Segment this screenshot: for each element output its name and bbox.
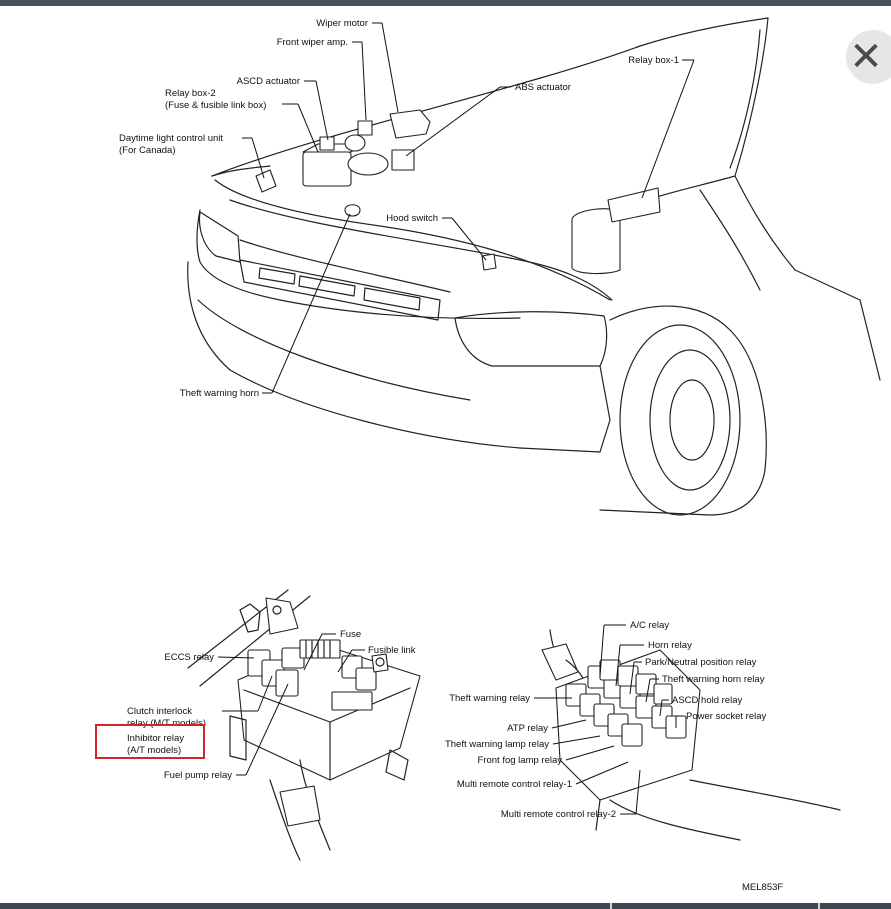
top-bar	[0, 0, 891, 6]
label-fusible-link: Fusible link	[368, 645, 416, 656]
close-icon: ✕	[849, 34, 883, 80]
label-atp-relay: ATP relay	[507, 723, 548, 734]
vehicle-drawing	[187, 17, 881, 516]
label-theft-warning-lamp-relay: Theft warning lamp relay	[445, 739, 549, 750]
label-wiper-motor: Wiper motor	[316, 18, 368, 29]
leader-lines-bottom-left	[217, 633, 365, 776]
label-theft-warning-horn-relay: Theft warning horn relay	[662, 674, 765, 685]
label-inhibitor-relay-sub: (A/T models)	[127, 745, 181, 756]
label-ascd-hold-relay: ASCD hold relay	[672, 695, 742, 706]
label-clutch-interlock-sub: relay (M/T models)	[127, 718, 206, 729]
labels-bottom-right: A/C relay Horn relay Park/Neutral positi…	[445, 620, 767, 820]
label-theft-warning-relay: Theft warning relay	[449, 693, 530, 704]
relay-box-1-drawing	[541, 629, 841, 841]
close-button[interactable]: ✕	[846, 30, 891, 84]
label-front-wiper-amp: Front wiper amp.	[277, 37, 348, 48]
label-theft-warning-horn: Theft warning horn	[180, 388, 259, 399]
label-relay-box-1: Relay box-1	[628, 55, 679, 66]
figure-code: MEL853F	[742, 882, 783, 893]
label-ascd-actuator: ASCD actuator	[237, 76, 300, 87]
bottom-bar-divider	[818, 903, 820, 909]
label-park-neutral-relay: Park/Neutral position relay	[645, 657, 757, 668]
label-ac-relay: A/C relay	[630, 620, 669, 631]
label-power-socket-relay: Power socket relay	[686, 711, 767, 722]
label-eccs-relay: ECCS relay	[164, 652, 214, 663]
bottom-bar-divider	[610, 903, 612, 909]
label-multi-remote-1: Multi remote control relay-1	[457, 779, 572, 790]
label-fuel-pump-relay: Fuel pump relay	[164, 770, 232, 781]
labels-top: Wiper motor Front wiper amp. ASCD actuat…	[119, 18, 679, 399]
label-inhibitor-relay: Inhibitor relay	[127, 733, 184, 744]
label-clutch-interlock: Clutch interlock	[127, 706, 192, 717]
labels-bottom-left: Fuse Fusible link ECCS relay Clutch inte…	[127, 629, 416, 781]
label-daytime-light: Daytime light control unit	[119, 133, 223, 144]
inhibitor-relay-highlight	[95, 724, 205, 759]
label-daytime-light-sub: (For Canada)	[119, 145, 176, 156]
label-horn-relay: Horn relay	[648, 640, 692, 651]
label-multi-remote-2: Multi remote control relay-2	[501, 809, 616, 820]
relay-box-2-drawing	[187, 589, 421, 861]
leader-lines-bottom-right	[534, 624, 683, 815]
label-hood-switch: Hood switch	[386, 213, 438, 224]
bottom-bar	[0, 903, 891, 909]
label-front-fog-lamp-relay: Front fog lamp relay	[478, 755, 563, 766]
leader-lines-top	[242, 22, 695, 394]
label-relay-box-2: Relay box-2	[165, 88, 216, 99]
label-fuse: Fuse	[340, 629, 361, 640]
label-relay-box-2-sub: (Fuse & fusible link box)	[165, 100, 266, 111]
label-abs-actuator: ABS actuator	[515, 82, 571, 93]
